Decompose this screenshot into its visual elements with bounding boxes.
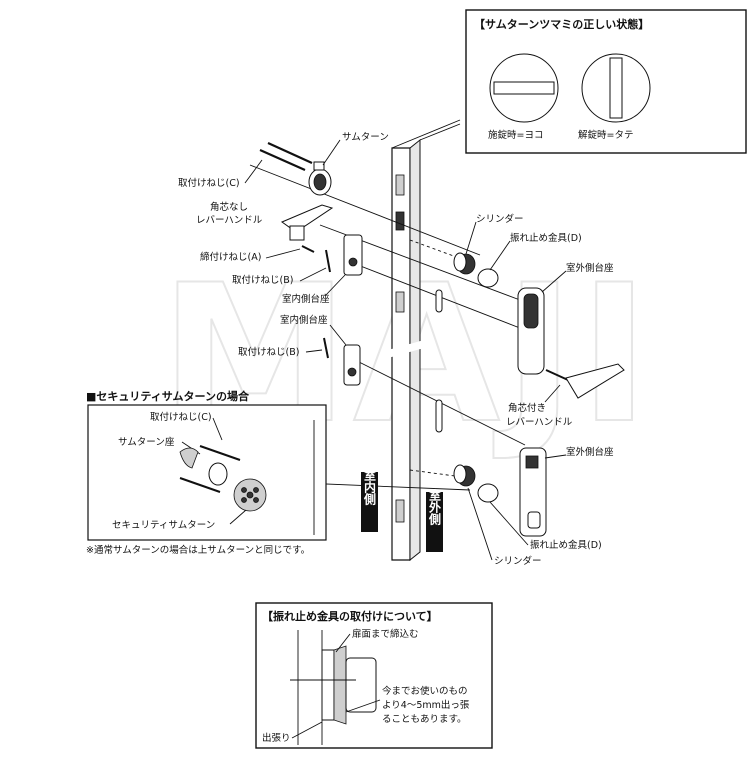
anti-swing-bracket-top — [477, 268, 499, 288]
door-hole-mid — [395, 291, 405, 313]
cylinder-body — [345, 657, 377, 713]
label-inner-base-top: 室内側台座 — [282, 293, 330, 305]
door-hole-bottom — [395, 499, 405, 523]
label-outer-base-bottom: 室外側台座 — [566, 446, 614, 458]
security-screws — [179, 445, 241, 493]
label-anti-swing-bottom: 振れ止め金具(D) — [530, 539, 602, 551]
thumbturn-state-box: 【サムターンツマミの正しい状態】 施錠時=ヨコ 解錠時=タテ — [465, 9, 747, 154]
label-lever-with-spindle-2: レバーハンドル — [506, 417, 573, 428]
label-inner-base-mid: 室内側台座 — [280, 314, 328, 326]
bracket-body — [333, 645, 347, 725]
cylinder-top — [453, 252, 476, 275]
security-label-base: サムターン座 — [118, 436, 175, 448]
latch-slot-top — [435, 289, 443, 313]
outer-base-top — [517, 287, 545, 375]
label-lever-with-spindle-1: 角芯付き — [508, 402, 546, 414]
thumbturn-part — [308, 161, 332, 196]
latch-slot-mid — [435, 399, 443, 433]
label-screw-b-top: 取付けねじ(B) — [232, 275, 293, 286]
outdoor-side-tag: 室外側 — [426, 488, 443, 552]
security-note: ※通常サムターンの場合は上サムターンと同じです。 — [86, 544, 310, 556]
screw-b-top — [325, 249, 331, 273]
knob-locked-icon — [489, 53, 559, 123]
label-lever-no-spindle-2: レバーハンドル — [196, 215, 263, 226]
screw-a — [301, 245, 315, 253]
label-anti-swing-top: 振れ止め金具(D) — [510, 232, 582, 244]
bottom-box-title: 【振れ止め金具の取付けについて】 — [262, 609, 438, 623]
label-lever-no-spindle-1: 角芯なし — [210, 201, 248, 213]
door — [388, 119, 461, 562]
knob-unlocked-icon — [581, 53, 651, 123]
anti-swing-bracket-bottom — [477, 483, 499, 503]
security-thumbturn-part — [233, 478, 267, 512]
indoor-side-text: 室内側 — [363, 468, 377, 506]
inner-base-top — [343, 234, 363, 276]
security-label-screw-c: 取付けねじ(C) — [150, 412, 212, 423]
lever-handle-no-spindle — [280, 204, 334, 241]
lever-handle-with-spindle — [545, 363, 625, 399]
note-line-3: ることもあります。 — [382, 714, 467, 725]
note-line-1: 今までお使いのもの — [382, 685, 468, 697]
assembly-line-upper-base — [344, 259, 526, 331]
label-tighten: 扉面まで締込む — [352, 628, 419, 640]
cylinder-bottom — [453, 464, 476, 487]
label-outer-base-top: 室外側台座 — [566, 262, 614, 274]
door-hole-lock — [395, 211, 405, 231]
door-hole-top — [395, 174, 405, 196]
inner-base-mid — [343, 344, 361, 386]
thumbturn-box-title: 【サムターンツマミの正しい状態】 — [474, 17, 649, 31]
indoor-side-tag: 室内側 — [361, 468, 378, 532]
anti-swing-install-box: 【振れ止め金具の取付けについて】 扉面まで締込む 今までお使いのもの より4～5… — [255, 602, 493, 749]
bracket-flange — [321, 649, 335, 721]
assembly-line-lower-base — [344, 354, 526, 446]
label-cylinder-top: シリンダー — [476, 213, 524, 225]
security-label-thumbturn: セキュリティサムターン — [112, 520, 215, 531]
label-protrusion: 出張り — [262, 732, 291, 744]
label-screw-c: 取付けねじ(C) — [178, 178, 240, 189]
outdoor-side-text: 室外側 — [428, 488, 442, 526]
security-ring — [208, 462, 228, 486]
locked-label: 施錠時=ヨコ — [488, 129, 543, 141]
assembly-line-top — [249, 164, 481, 256]
label-screw-b-mid: 取付けねじ(B) — [238, 347, 299, 358]
security-thumbturn-box: ■セキュリティサムターンの場合 取付けねじ(C) サムターン座 セキュリティサム… — [86, 389, 327, 541]
screw-c-pair-top — [259, 141, 313, 172]
thumbturn-base-part — [179, 447, 199, 469]
label-screw-a: 締付けねじ(A) — [200, 251, 261, 263]
unlocked-label: 解錠時=タテ — [578, 129, 633, 141]
screw-b-mid — [323, 337, 329, 359]
security-box-title: ■セキュリティサムターンの場合 — [86, 389, 250, 403]
note-line-2: より4～5mm出っ張 — [382, 699, 470, 711]
outer-base-bottom — [519, 447, 547, 537]
label-thumbturn: サムターン — [342, 132, 389, 143]
label-cylinder-bottom: シリンダー — [494, 555, 542, 567]
